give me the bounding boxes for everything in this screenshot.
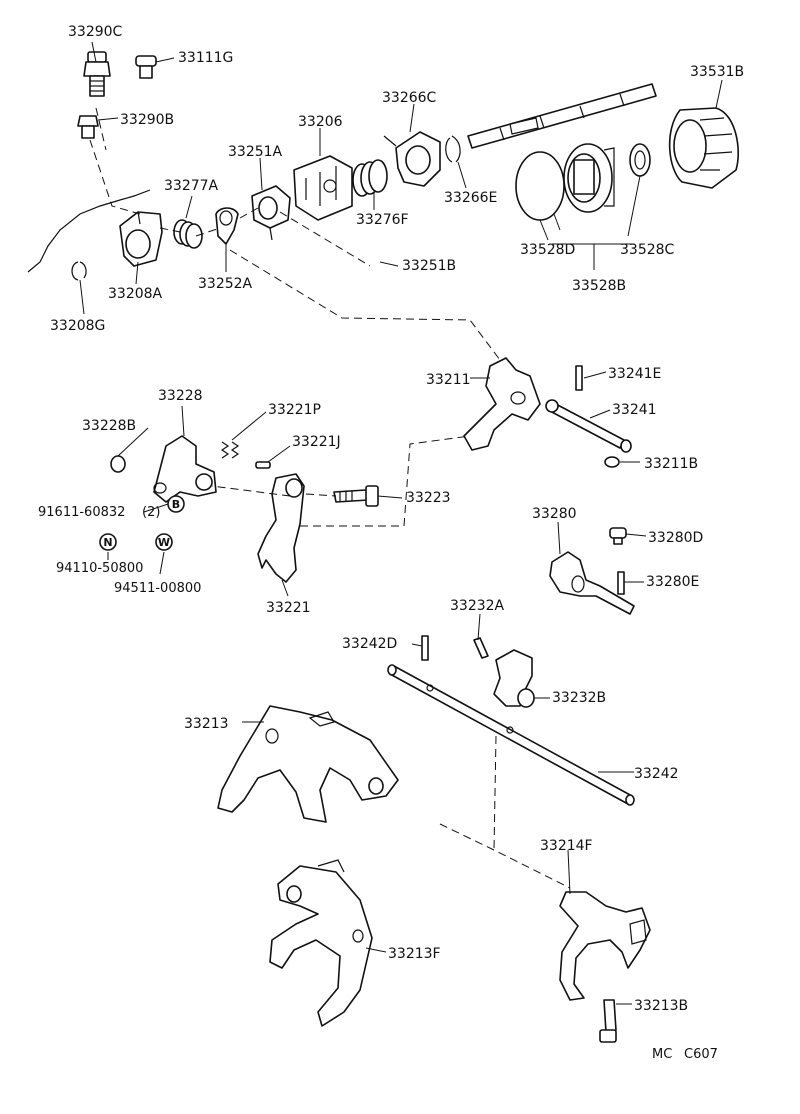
part-33213b-bolt: [599, 999, 617, 1043]
label-33208g: 33208G: [50, 318, 105, 334]
part-33277a-spring: [173, 219, 203, 249]
label-33232b: 33232B: [552, 690, 606, 706]
part-33280d-bolt: [609, 527, 627, 545]
part-labels: 33290C 33111G 33290B 33206 33266C 33531B…: [38, 24, 744, 1062]
part-33241-shaft: [545, 399, 632, 453]
label-33211: 33211: [426, 372, 471, 388]
diagram-code-mc: MC: [652, 1047, 672, 1062]
label-91611-quantity: (2): [142, 505, 160, 520]
nut-symbol-label: N: [103, 536, 112, 549]
label-33277a: 33277A: [164, 178, 219, 194]
part-33242-fork-shaft: [387, 664, 635, 806]
label-33211b: 33211B: [644, 456, 698, 472]
label-33280d: 33280D: [648, 530, 703, 546]
label-33213b: 33213B: [634, 998, 688, 1014]
part-33211-shift-lever: [463, 357, 541, 451]
part-33232a-pin: [473, 637, 489, 659]
alignment-dashed-lines: [89, 107, 571, 889]
label-33280e: 33280E: [646, 574, 699, 590]
label-33221p: 33221P: [268, 402, 321, 418]
bolt-symbol-label: B: [172, 498, 180, 511]
part-33213-shift-fork: [217, 705, 399, 823]
leader-lines: [79, 41, 723, 1005]
part-33266e-snap-ring: [445, 135, 461, 163]
part-33531b-boot: [668, 107, 739, 189]
symbol-washer: W: [155, 533, 173, 551]
label-33242d: 33242D: [342, 636, 397, 652]
label-33266c: 33266C: [382, 90, 437, 106]
part-33290c-plug: [83, 51, 111, 97]
label-33531b: 33531B: [690, 64, 744, 80]
label-94511-00800: 94511-00800: [114, 581, 201, 596]
part-shift-shaft: [467, 83, 657, 149]
symbol-nut: N: [99, 533, 117, 551]
label-33290c: 33290C: [68, 24, 123, 40]
label-33223: 33223: [406, 490, 451, 506]
label-33232a: 33232A: [450, 598, 505, 614]
label-33241: 33241: [612, 402, 657, 418]
part-33252a-lever: [215, 207, 239, 245]
label-33276f: 33276F: [356, 212, 409, 228]
part-33208a-shift-head: [119, 211, 163, 267]
label-33213: 33213: [184, 716, 229, 732]
label-33528c: 33528C: [620, 242, 675, 258]
label-33214f: 33214F: [540, 838, 593, 854]
label-33266e: 33266E: [444, 190, 497, 206]
label-33251b: 33251B: [402, 258, 456, 274]
label-33228: 33228: [158, 388, 203, 404]
label-94110-50800: 94110-50800: [56, 561, 143, 576]
label-33221j: 33221J: [292, 434, 341, 450]
label-91611-60832: 91611-60832: [38, 505, 125, 520]
part-33241e-pin: [575, 365, 583, 391]
label-33221: 33221: [266, 600, 311, 616]
part-33221j-pin: [255, 461, 271, 469]
part-33242d-pin: [421, 635, 429, 661]
part-33111g-plug: [135, 55, 157, 79]
part-33211b-ring: [604, 456, 620, 468]
transmission-housing-outline: [27, 189, 151, 273]
label-33251a: 33251A: [228, 144, 283, 160]
label-33252a: 33252A: [198, 276, 253, 292]
label-33290b: 33290B: [120, 112, 174, 128]
part-33213f-shift-fork: [269, 859, 373, 1027]
part-33221p-spring: [220, 441, 240, 459]
label-33528b: 33528B: [572, 278, 626, 294]
diagram-code-number: C607: [684, 1047, 718, 1062]
label-33228b: 33228B: [82, 418, 136, 434]
label-33528d: 33528D: [520, 242, 575, 258]
part-33221-shift-lever: [257, 473, 305, 583]
part-33232b-shift-head: [493, 649, 535, 708]
part-33228-bracket: [153, 435, 217, 503]
label-33208a: 33208A: [108, 286, 163, 302]
part-33251a-inner-lever: [251, 185, 291, 241]
part-33276f-spring: [352, 159, 388, 197]
label-33206: 33206: [298, 114, 343, 130]
part-33266c-retainer: [383, 131, 441, 187]
part-33223-bolt: [333, 485, 379, 507]
label-33280: 33280: [532, 506, 577, 522]
part-33528d-o-ring: [515, 151, 565, 221]
symbol-bolt: B: [167, 495, 185, 513]
part-33214f-shift-fork: [559, 891, 651, 1001]
washer-symbol-label: W: [158, 536, 170, 549]
label-33241e: 33241E: [608, 366, 661, 382]
part-33280e-pin: [617, 571, 625, 595]
part-33280-shift-shaft: [549, 551, 635, 615]
label-33242: 33242: [634, 766, 679, 782]
part-33228b-bush: [110, 455, 126, 473]
part-33206-shift-cam: [293, 155, 353, 221]
part-33208g-snap-ring: [71, 261, 87, 281]
part-33290b-plug: [77, 115, 99, 139]
label-33213f: 33213F: [388, 946, 441, 962]
part-33528c-seal: [629, 143, 651, 177]
part-33528b-bearing-assembly: [563, 143, 615, 213]
label-33111g: 33111G: [178, 50, 233, 66]
